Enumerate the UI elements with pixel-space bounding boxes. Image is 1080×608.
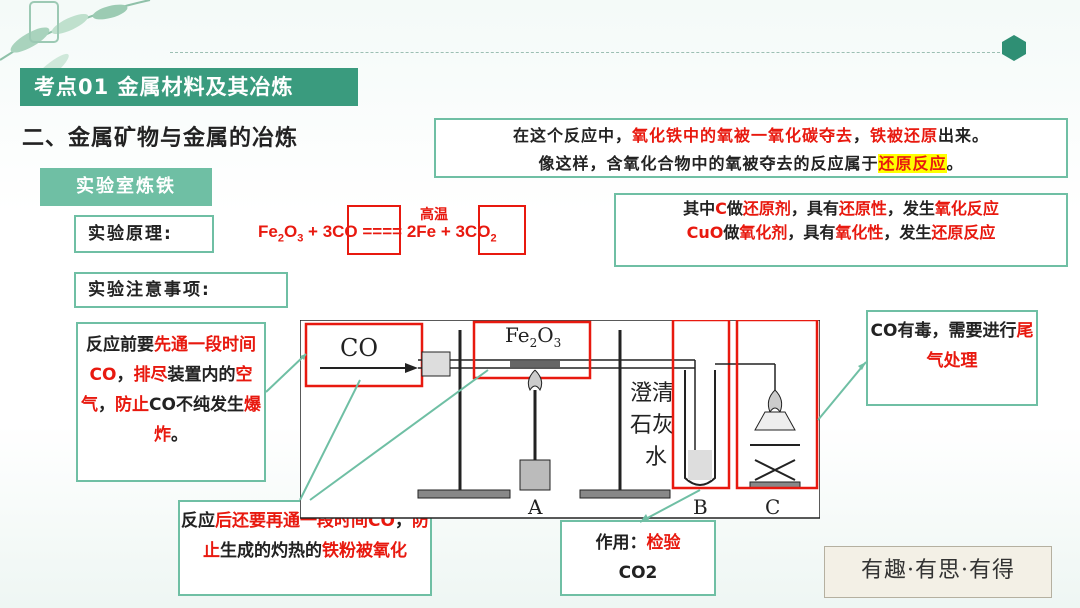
label-a: A bbox=[527, 495, 543, 519]
burner-a bbox=[519, 459, 551, 491]
reaction-explanation: 在这个反应中，氧化铁中的氧被一氧化碳夺去，铁被还原出来。 像这样，含氧化合物中的… bbox=[434, 118, 1068, 178]
test-tube-b bbox=[684, 370, 716, 486]
test-tube-b-highlight bbox=[671, 320, 731, 490]
label-b: B bbox=[693, 495, 708, 519]
slogan-stamp: 有趣·有思·有得 bbox=[824, 546, 1052, 598]
reaction-condition: 高温 bbox=[420, 207, 448, 223]
tail-gas-note: CO有毒，需要进行尾气处理 bbox=[866, 310, 1038, 406]
co-inlet-label: CO bbox=[340, 334, 378, 362]
limewater-label-1: 澄清 bbox=[630, 381, 674, 406]
lab-tag: 实验室炼铁 bbox=[40, 168, 212, 206]
fe-highlight-rect bbox=[478, 205, 526, 255]
notes-label: 实验注意事项: bbox=[74, 272, 288, 308]
co-highlight-rect bbox=[347, 205, 401, 255]
apparatus-diagram: CO Fe2O3 A 澄清 石灰 水 B C bbox=[300, 320, 820, 519]
lab-jack bbox=[750, 444, 800, 481]
limewater-label-3: 水 bbox=[645, 445, 667, 470]
principle-label: 实验原理: bbox=[74, 215, 214, 253]
redox-explanation: 其中C做还原剂，具有还原性，发生氧化反应 CuO做氧化剂，具有氧化性，发生还原反… bbox=[614, 193, 1068, 267]
divider bbox=[170, 52, 1000, 53]
alcohol-lamp-flame bbox=[767, 389, 783, 414]
burner-flame-a bbox=[527, 369, 543, 392]
before-reaction-note: 反应前要先通一段时间CO，排尽装置内的空气，防止CO不纯发生爆炸。 bbox=[76, 322, 266, 482]
stopper-left bbox=[421, 351, 451, 377]
limewater-label-2: 石灰 bbox=[630, 413, 674, 438]
alcohol-lamp bbox=[754, 411, 796, 431]
burner-c-highlight bbox=[735, 320, 819, 490]
section-title: 二、金属矿物与金属的冶炼 bbox=[22, 126, 299, 151]
hexagon-icon bbox=[1000, 34, 1028, 62]
kaodian-title: 考点01 金属材料及其冶炼 bbox=[20, 68, 358, 106]
label-c: C bbox=[765, 495, 780, 519]
fe2o3-label: Fe2O3 bbox=[505, 323, 561, 350]
